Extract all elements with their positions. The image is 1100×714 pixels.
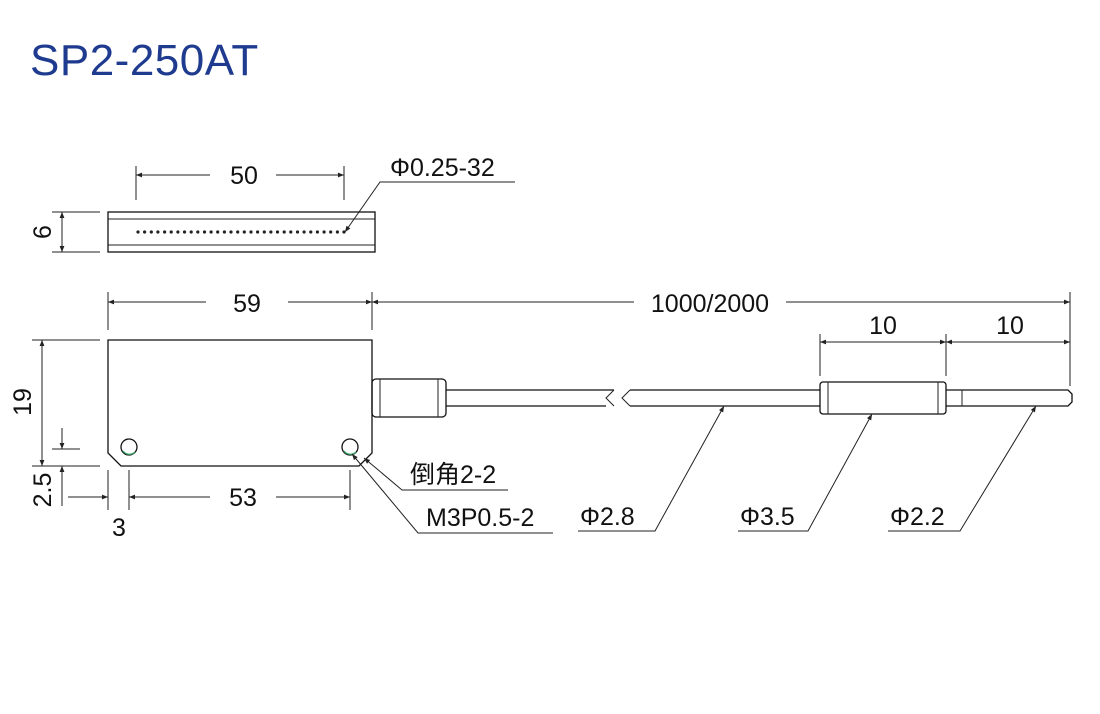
chamfer-label: 倒角2-2 — [410, 461, 496, 489]
pin-dot — [342, 230, 346, 234]
cable: 1000/2000 10 10 Φ2.8 Φ3.5 Φ2.2 — [371, 290, 1073, 532]
mounting-hole-right — [341, 438, 359, 456]
pin-dot — [202, 230, 207, 234]
hole-edge-dimension: 3 — [112, 514, 126, 542]
hole-spacing-dimension: 53 — [229, 484, 257, 512]
pin-dot — [189, 230, 193, 234]
thread-label: M3P0.5-2 — [426, 504, 534, 532]
pin-row — [136, 230, 346, 234]
cable-diameter-label: Φ2.8 — [580, 503, 635, 531]
pin-dot — [242, 230, 246, 234]
front-view-body — [107, 339, 373, 467]
pin-dot — [169, 230, 173, 234]
pin-dot — [335, 230, 339, 234]
pin-dot — [309, 230, 313, 234]
hole-offset-dimension: 2.5 — [29, 473, 57, 508]
pin-dot — [295, 230, 300, 234]
top-width-dimension: 50 — [230, 162, 258, 190]
mounting-hole-left — [120, 438, 138, 456]
pin-dot — [216, 230, 220, 234]
pin-dot — [329, 230, 333, 234]
pin-dot — [275, 230, 280, 234]
pin-dot — [163, 230, 167, 234]
pin-dot — [282, 230, 286, 234]
sleeve-diameter-label: Φ3.5 — [740, 503, 795, 531]
cable-sleeve — [819, 381, 947, 415]
pin-dot — [156, 230, 160, 234]
page-title: SP2-250AT — [30, 36, 259, 85]
top-height-dimension: 6 — [29, 225, 57, 239]
pin-dot — [209, 230, 213, 234]
pin-dot — [149, 230, 153, 234]
pin-dot — [322, 230, 326, 234]
pin-dot — [176, 230, 180, 234]
pin-dot — [143, 230, 147, 234]
pin-dot — [229, 230, 233, 234]
tip-length-dimension: 10 — [996, 312, 1024, 340]
front-width-dimension: 59 — [233, 290, 261, 318]
pin-dot — [196, 230, 200, 234]
pin-dot — [256, 230, 260, 234]
tip-diameter-label: Φ2.2 — [890, 503, 945, 531]
pin-dot — [289, 230, 293, 234]
pin-dot — [302, 230, 306, 234]
cable-strain-relief — [371, 378, 447, 418]
pin-dot — [269, 230, 273, 234]
top-view: 50 6 Φ0.25-32 — [29, 154, 515, 253]
pin-dot — [222, 230, 226, 234]
pin-dot — [236, 230, 240, 234]
front-view: 59 19 2.5 3 53 倒角2-2 M3P0.5-2 — [9, 290, 553, 542]
cable-tip — [946, 389, 1073, 407]
pins-label: Φ0.25-32 — [390, 154, 495, 182]
pin-dot — [182, 230, 187, 234]
cable-length-dimension: 1000/2000 — [651, 290, 769, 318]
front-height-dimension: 19 — [9, 388, 37, 416]
sleeve-length-dimension: 10 — [869, 312, 897, 340]
pin-dot — [262, 230, 266, 234]
pin-dot — [315, 230, 319, 234]
top-view-body — [107, 211, 376, 253]
pin-dot — [136, 230, 140, 234]
pin-dot — [249, 230, 253, 234]
